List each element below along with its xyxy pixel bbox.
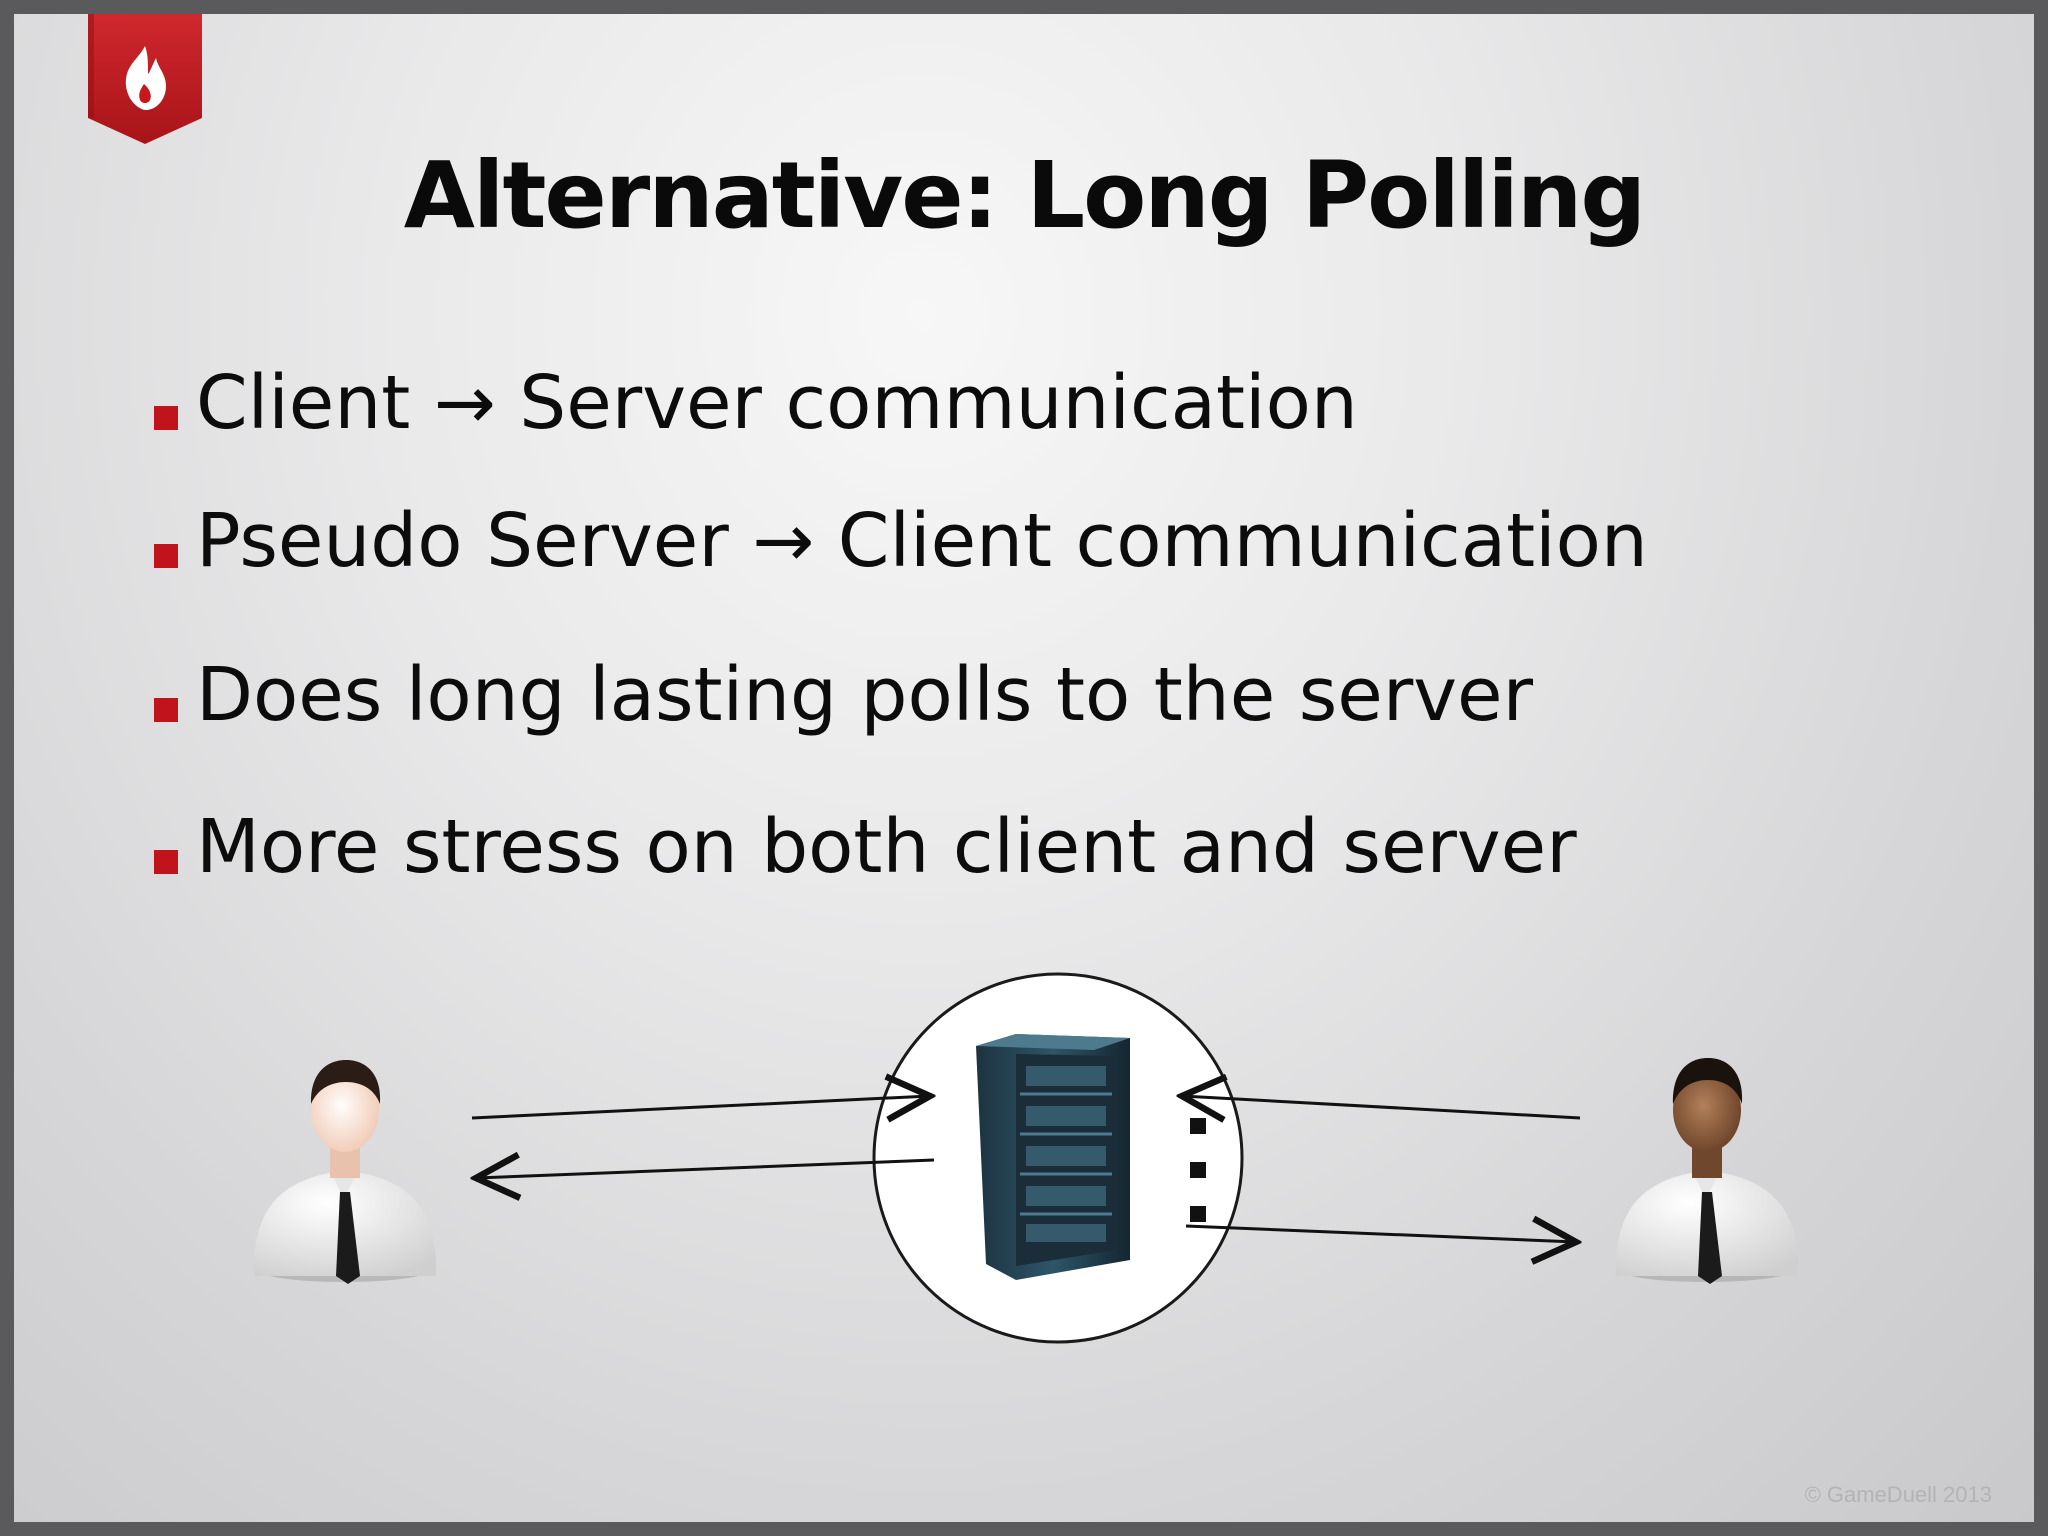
bullet-item: Does long lasting polls to the server — [154, 652, 1533, 738]
businessman-light-skin-icon — [253, 1060, 437, 1284]
long-polling-diagram — [253, 972, 1799, 1344]
bullet-marker — [154, 850, 178, 874]
flame-badge-icon — [88, 14, 202, 144]
bullet-text: More stress on both client and server — [196, 804, 1577, 890]
bullet-text: Client → Server communication — [196, 360, 1358, 446]
slide-title: Alternative: Long Polling — [403, 142, 1647, 249]
left-request-arrow — [471, 1096, 930, 1118]
left-response-arrow — [476, 1160, 935, 1178]
bullet-text: Does long lasting polls to the server — [196, 652, 1533, 738]
bullet-marker — [154, 698, 178, 722]
copyright-text: © GameDuell 2013 — [1804, 1482, 1992, 1507]
bullet-item: More stress on both client and server — [154, 804, 1577, 890]
bullet-item: Client → Server communication — [154, 360, 1358, 446]
server-rack-icon — [976, 1034, 1130, 1280]
right-request-arrow — [1182, 1096, 1581, 1118]
bullet-item: Pseudo Server → Client communication — [154, 498, 1648, 584]
bullet-text: Pseudo Server → Client communication — [196, 498, 1648, 584]
bullet-marker — [154, 544, 178, 568]
waiting-dots — [1190, 1118, 1206, 1222]
businessman-dark-skin-icon — [1615, 1058, 1799, 1284]
bullet-marker — [154, 406, 178, 430]
right-response-arrow — [1185, 1226, 1576, 1242]
slide: Alternative: Long Polling Client → Serve… — [14, 14, 2034, 1522]
